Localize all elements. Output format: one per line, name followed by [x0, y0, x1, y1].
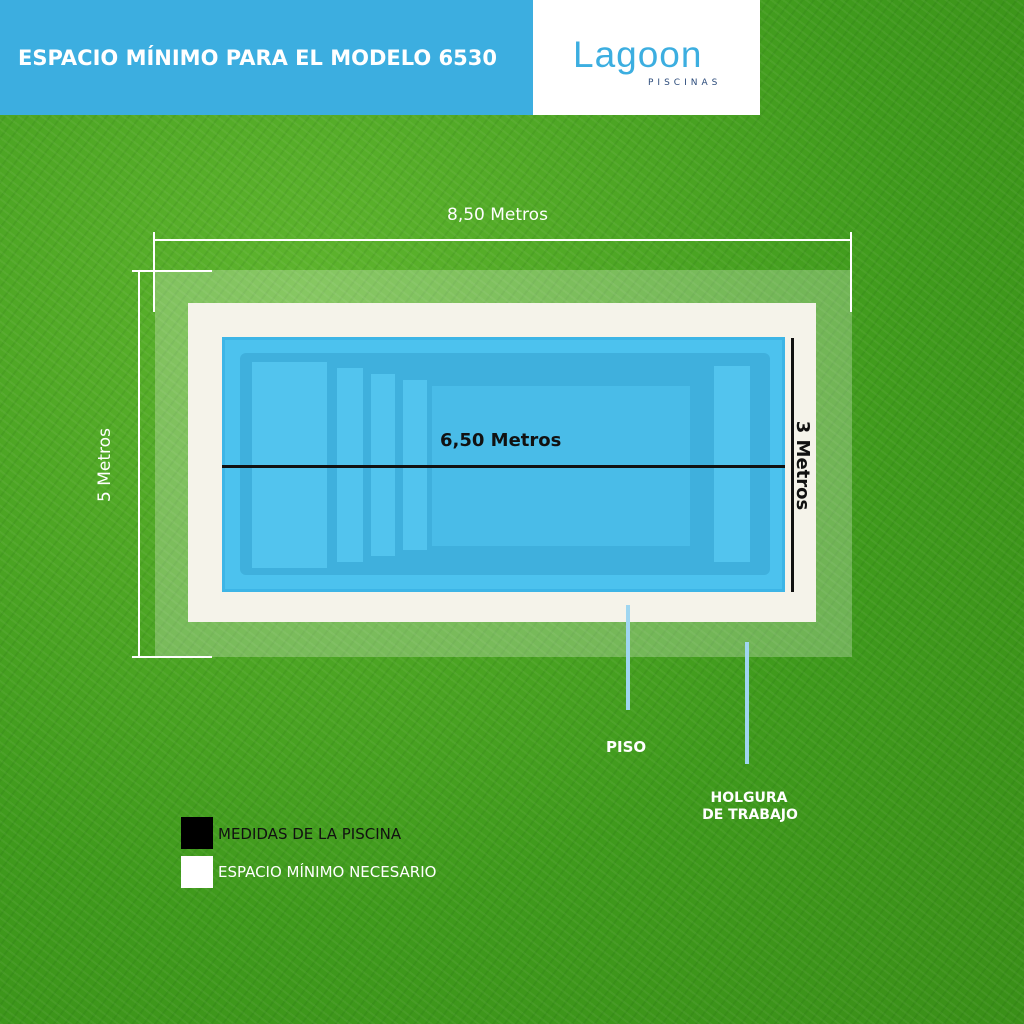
- outer-width-line: [155, 239, 852, 241]
- dimension-tick: [153, 232, 155, 312]
- pool-end-bench: [714, 366, 750, 562]
- outer-width-label: 8,50 Metros: [447, 205, 548, 225]
- clearance-arrow-icon: [745, 642, 749, 764]
- logo-name: Lagoon: [573, 34, 703, 75]
- clearance-label-line1: HOLGURA: [710, 790, 788, 806]
- legend-swatch-pool: [181, 817, 213, 849]
- page-title: ESPACIO MÍNIMO PARA EL MODELO 6530: [18, 45, 497, 70]
- outer-height-label: 5 Metros: [95, 428, 115, 502]
- outer-height-line: [138, 271, 140, 656]
- legend-label-pool: MEDIDAS DE LA PISCINA: [218, 825, 402, 843]
- floor-label: PISO: [606, 738, 647, 756]
- legend-label-space: ESPACIO MÍNIMO NECESARIO: [218, 863, 437, 881]
- legend-swatch-space: [181, 856, 213, 888]
- floor-arrow-icon: [626, 605, 630, 710]
- dimension-tick: [850, 232, 852, 312]
- pool-length-line: [222, 465, 785, 468]
- pool-width-label: 3 Metros: [792, 420, 813, 511]
- pool-length-label: 6,50 Metros: [440, 430, 562, 451]
- lagoon-logo: Lagoon PISCINAS: [533, 0, 760, 115]
- dimension-tick: [132, 270, 212, 272]
- dimension-tick: [132, 656, 212, 658]
- pool-width-line: [791, 338, 794, 592]
- clearance-label-line2: DE TRABAJO: [702, 807, 798, 823]
- clearance-label: HOLGURA DE TRABAJO: [702, 790, 798, 824]
- logo-subtitle: PISCINAS: [648, 78, 722, 88]
- page-title-banner: ESPACIO MÍNIMO PARA EL MODELO 6530: [0, 0, 533, 115]
